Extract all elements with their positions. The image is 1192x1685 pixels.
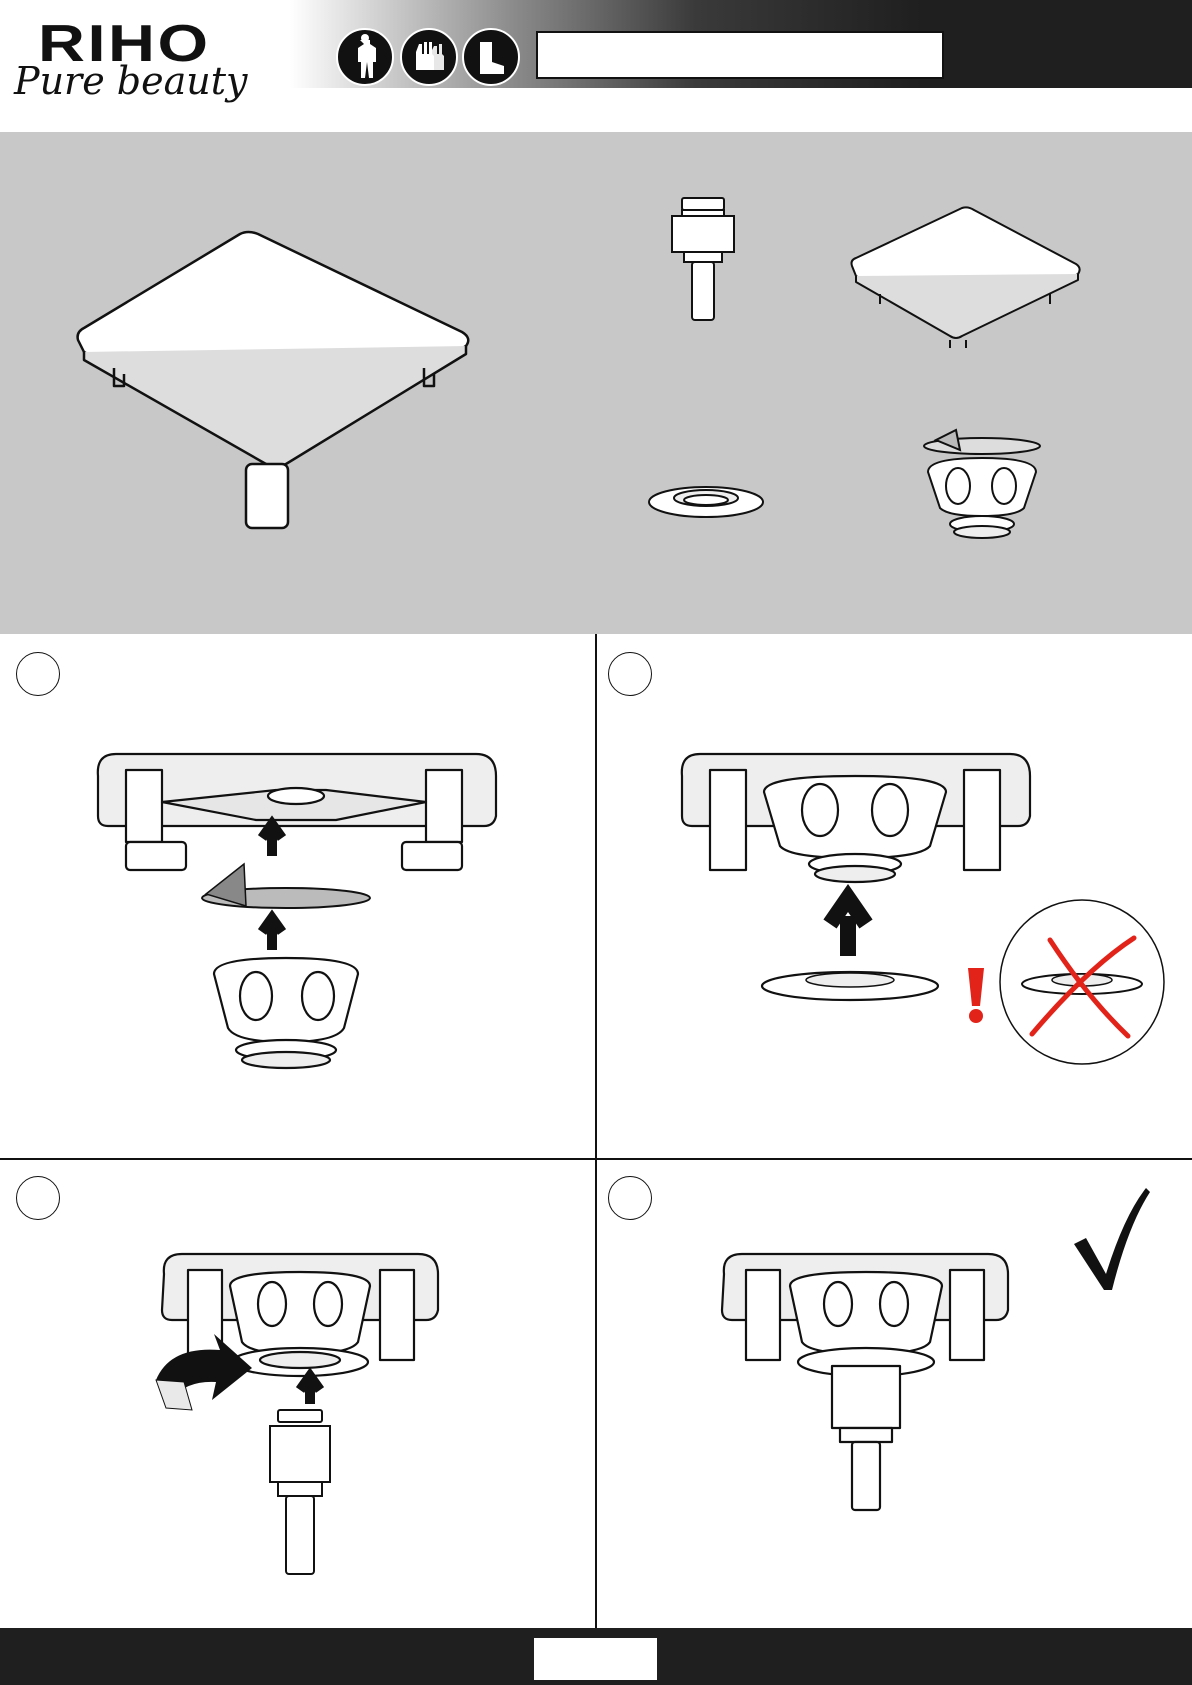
step-1-number [16, 652, 60, 696]
wrong-installation-callout [998, 898, 1166, 1066]
drain-body-with-gasket [916, 428, 1046, 548]
step-3-illustration [140, 1250, 460, 1580]
step-grid-vertical-divider [595, 634, 597, 1628]
square-cover-plate [76, 228, 496, 548]
step-1-illustration [96, 746, 506, 1076]
warning-exclamation-icon [960, 966, 992, 1026]
checkmark-icon [1072, 1186, 1152, 1292]
brand-tagline: Pure beauty [14, 62, 247, 100]
seal-ring [646, 482, 766, 522]
page-number-box [534, 1638, 657, 1680]
drain-pipe-connector [668, 196, 738, 336]
step-2-number [608, 652, 652, 696]
header: RIHO Pure beauty [0, 0, 1192, 132]
step-4-illustration [720, 1250, 1020, 1520]
safety-boots-icon [462, 28, 520, 86]
step-grid-horizontal-divider [0, 1158, 1192, 1160]
document-title-box [536, 31, 944, 79]
protective-suit-icon [336, 28, 394, 86]
small-cover-plate [850, 208, 1090, 358]
step-4-number [608, 1176, 652, 1220]
parts-overview-panel [0, 132, 1192, 634]
step-3-number [16, 1176, 60, 1220]
safety-gloves-icon [400, 28, 458, 86]
